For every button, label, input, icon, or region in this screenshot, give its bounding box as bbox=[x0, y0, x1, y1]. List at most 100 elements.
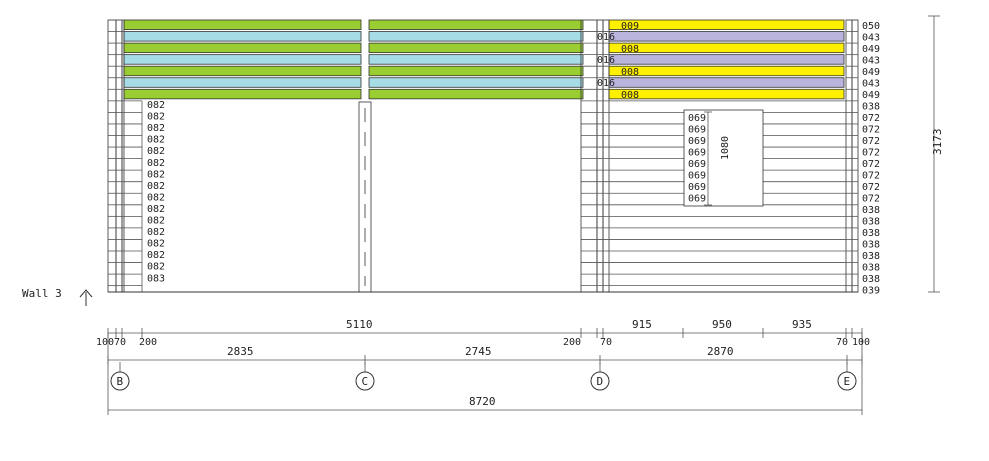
dim-label: 2745 bbox=[465, 345, 492, 358]
log-band bbox=[608, 88, 845, 100]
wall-marker: Wall 3 bbox=[22, 287, 93, 306]
log-label: 072 bbox=[862, 171, 880, 182]
log-label: 082 bbox=[147, 169, 165, 180]
log-band bbox=[608, 77, 845, 88]
log-label: 072 bbox=[862, 159, 880, 170]
log-band bbox=[123, 65, 362, 77]
log-label: 069 bbox=[688, 125, 706, 136]
log-band bbox=[608, 19, 845, 30]
log-label: 082 bbox=[147, 227, 165, 238]
log-label: 082 bbox=[147, 216, 165, 227]
total-height-dimension: 3173 bbox=[928, 15, 944, 293]
axis-bubble bbox=[355, 371, 375, 391]
log-band bbox=[123, 88, 362, 100]
log-band bbox=[368, 88, 584, 100]
log-label: 039 bbox=[862, 286, 880, 297]
axis-label: E bbox=[844, 375, 851, 388]
dim-label: 935 bbox=[792, 318, 812, 331]
log-label: 049 bbox=[862, 67, 880, 78]
window-height-dimension: 1080 bbox=[704, 111, 731, 206]
log-band bbox=[123, 77, 362, 88]
log-label: 082 bbox=[147, 204, 165, 215]
log-band bbox=[123, 54, 362, 65]
log-label: 072 bbox=[862, 113, 880, 124]
log-label: 038 bbox=[862, 205, 880, 216]
dim-label: 200 bbox=[563, 337, 581, 348]
overall-length-label: 8720 bbox=[469, 395, 496, 408]
top-dimension-labels: 100 70 200 5110 200 70 915 950 935 70 10… bbox=[96, 318, 870, 348]
log-label: 049 bbox=[862, 44, 880, 55]
log-band bbox=[368, 42, 584, 54]
left-log-labels: 0820820820820820820820820820820820820820… bbox=[147, 100, 165, 284]
log-label: 082 bbox=[147, 239, 165, 250]
axis-bubble bbox=[837, 371, 857, 391]
dim-label: 70 bbox=[836, 337, 848, 348]
log-label: 069 bbox=[688, 113, 706, 124]
dim-label: 100 bbox=[96, 337, 114, 348]
log-label: 038 bbox=[862, 228, 880, 239]
log-label: 072 bbox=[862, 125, 880, 136]
log-label: 082 bbox=[147, 192, 165, 203]
axis-bubble bbox=[590, 371, 610, 391]
dim-label: 950 bbox=[712, 318, 732, 331]
log-label: 043 bbox=[862, 33, 880, 44]
wall-label: Wall 3 bbox=[22, 287, 62, 300]
total-height-label: 3173 bbox=[931, 129, 944, 156]
log-label: 043 bbox=[862, 79, 880, 90]
wall-structure bbox=[107, 19, 859, 293]
log-label: 082 bbox=[147, 123, 165, 134]
axis-label: C bbox=[362, 375, 369, 388]
log-label: 038 bbox=[862, 102, 880, 113]
log-label: 072 bbox=[862, 148, 880, 159]
log-label: 038 bbox=[862, 240, 880, 251]
upper-log-bands-right bbox=[608, 19, 845, 100]
insert-label: 008 bbox=[621, 44, 639, 55]
dim-label: 200 bbox=[139, 337, 157, 348]
insert-label: 008 bbox=[621, 67, 639, 78]
log-label: 082 bbox=[147, 158, 165, 169]
log-label: 082 bbox=[147, 181, 165, 192]
insert-label: 008 bbox=[621, 90, 639, 101]
window-height-label: 1080 bbox=[720, 136, 731, 160]
log-band bbox=[123, 42, 362, 54]
log-label: 069 bbox=[688, 194, 706, 205]
upper-log-bands-left bbox=[123, 19, 584, 100]
log-band bbox=[368, 31, 584, 42]
log-band bbox=[368, 65, 584, 77]
log-label: 049 bbox=[862, 90, 880, 101]
axis-bubble bbox=[110, 371, 130, 391]
log-band bbox=[123, 19, 362, 30]
dim-label: 2870 bbox=[707, 345, 734, 358]
window-opening bbox=[683, 109, 764, 207]
log-label: 038 bbox=[862, 251, 880, 262]
log-label: 069 bbox=[688, 159, 706, 170]
log-label: 083 bbox=[147, 273, 165, 284]
mid-dimension-labels: 2835 2745 2870 bbox=[227, 345, 734, 358]
log-label: 038 bbox=[862, 263, 880, 274]
log-label: 038 bbox=[862, 217, 880, 228]
log-band bbox=[368, 54, 584, 65]
log-band bbox=[608, 65, 845, 77]
dimension-lines bbox=[107, 328, 863, 415]
log-label: 050 bbox=[862, 21, 880, 32]
log-label: 069 bbox=[688, 182, 706, 193]
insert-label: 016 bbox=[597, 32, 615, 43]
right-log-labels: 0500430490430490430490380720720720720720… bbox=[862, 21, 880, 297]
log-label: 069 bbox=[688, 136, 706, 147]
log-label: 082 bbox=[147, 250, 165, 261]
dim-label: 5110 bbox=[346, 318, 373, 331]
log-label: 069 bbox=[688, 148, 706, 159]
insert-label: 016 bbox=[597, 55, 615, 66]
insert-label: 009 bbox=[621, 21, 639, 32]
log-band bbox=[368, 19, 584, 30]
log-band bbox=[608, 31, 845, 42]
log-label: 038 bbox=[862, 274, 880, 285]
insert-labels: 009 016 008 016 008 016 008 bbox=[597, 21, 639, 101]
log-label: 082 bbox=[147, 146, 165, 157]
log-label: 043 bbox=[862, 56, 880, 67]
axis-label: D bbox=[597, 375, 604, 388]
dim-label: 70 bbox=[600, 337, 612, 348]
log-band bbox=[608, 42, 845, 54]
